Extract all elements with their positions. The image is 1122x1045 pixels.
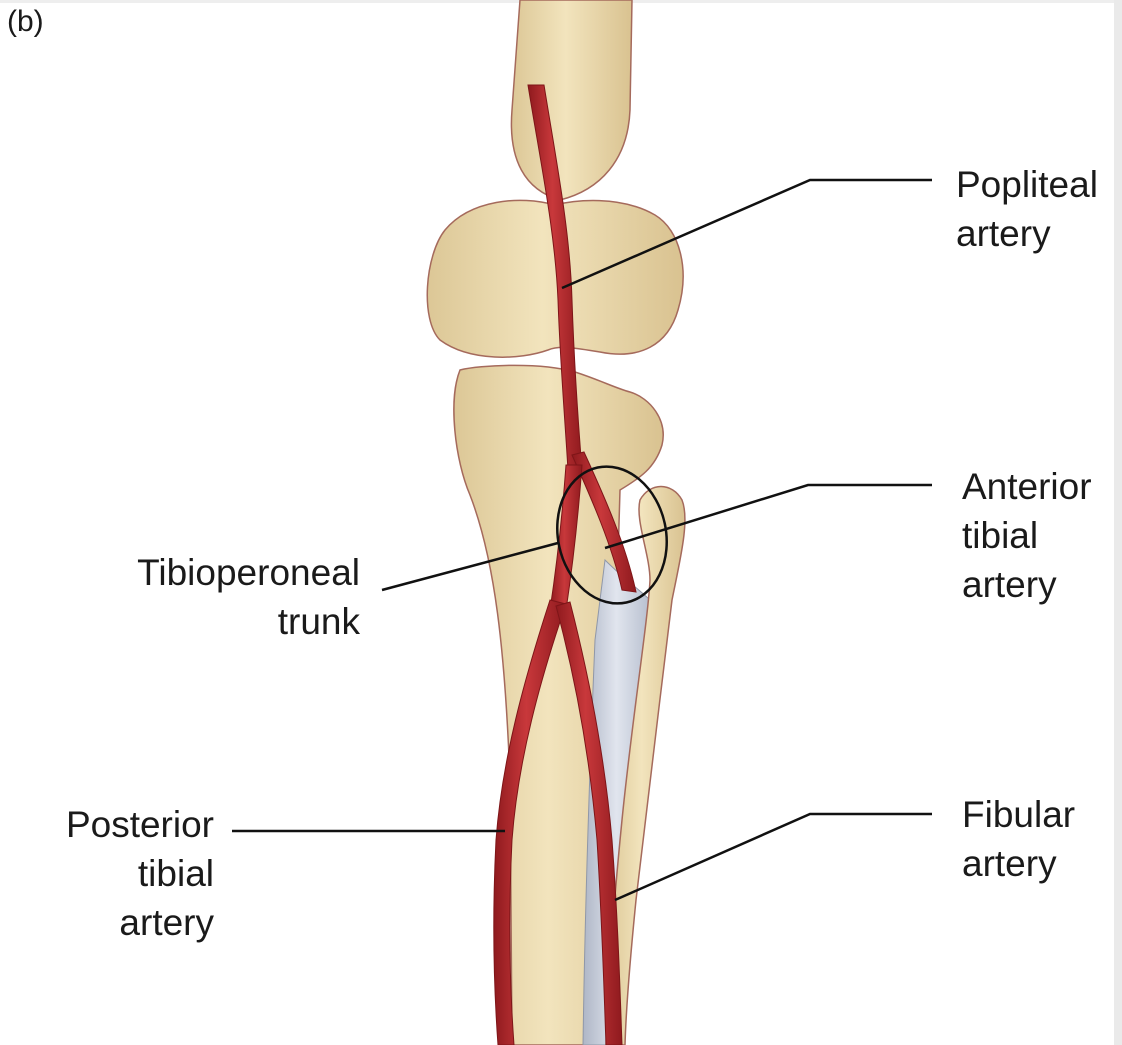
- label-line: trunk: [94, 597, 360, 646]
- label-line: Fibular: [962, 790, 1075, 839]
- label-fibular-artery: Fibular artery: [962, 790, 1075, 888]
- fibular-leader-line: [615, 814, 932, 900]
- label-anterior-tibial-artery: Anterior tibial artery: [962, 462, 1092, 609]
- femur-shaft: [511, 0, 632, 200]
- label-line: Anterior: [962, 462, 1092, 511]
- label-line: artery: [962, 560, 1092, 609]
- label-line: Tibioperoneal: [94, 548, 360, 597]
- label-line: tibial: [40, 849, 214, 898]
- label-line: artery: [40, 898, 214, 947]
- panel-letter: (b): [7, 4, 44, 40]
- label-popliteal-artery: Popliteal artery: [956, 160, 1098, 258]
- label-line: artery: [962, 839, 1075, 888]
- label-line: tibial: [962, 511, 1092, 560]
- label-tibioperoneal-trunk: Tibioperoneal trunk: [94, 548, 360, 646]
- label-line: artery: [956, 209, 1098, 258]
- label-posterior-tibial-artery: Posterior tibial artery: [40, 800, 214, 947]
- label-line: Popliteal: [956, 160, 1098, 209]
- label-line: Posterior: [40, 800, 214, 849]
